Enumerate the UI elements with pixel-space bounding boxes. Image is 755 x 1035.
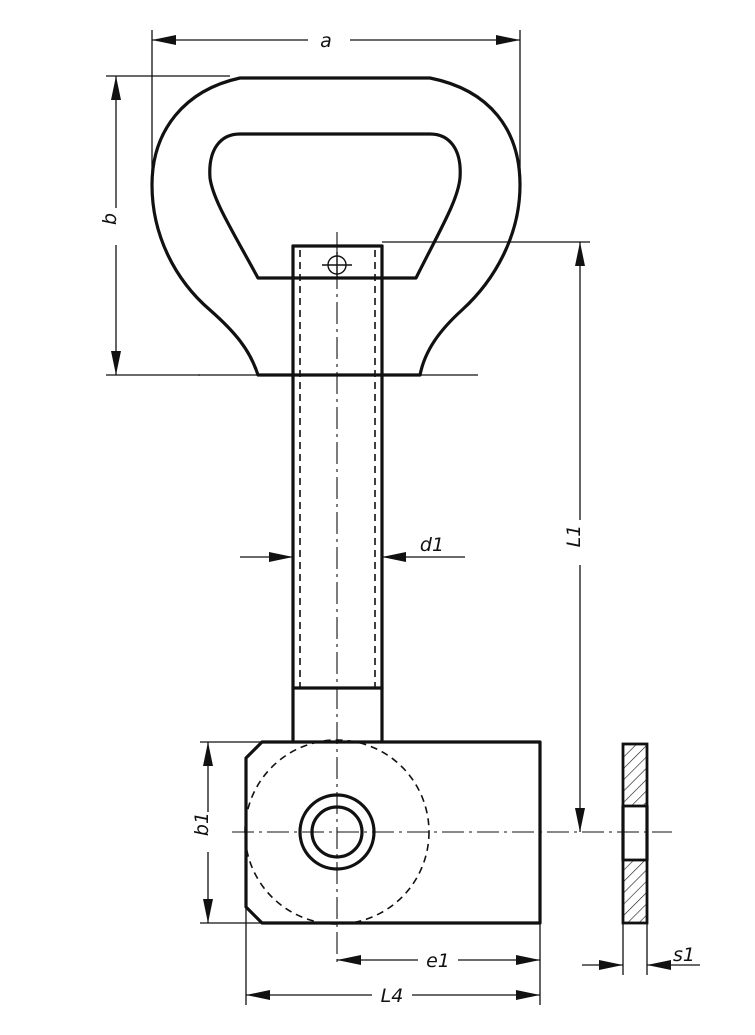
dimension-label-l1: L1	[563, 525, 585, 548]
dimension-label-b1: b1	[191, 812, 213, 836]
side-view	[621, 742, 649, 925]
dimension-label-l4: L4	[381, 985, 404, 1007]
dimension-label-a: a	[320, 30, 332, 52]
dimension-l4: L4	[245, 907, 540, 1007]
handle-bow	[150, 76, 522, 377]
dimension-l1: L1	[382, 241, 590, 832]
dimension-label-e1: e1	[426, 950, 450, 972]
dimension-a: a	[151, 30, 521, 185]
center-lines	[232, 232, 672, 962]
dimension-label-d1: d1	[420, 534, 444, 556]
dimension-b: b	[99, 75, 230, 376]
dimension-s1: s1	[582, 923, 700, 975]
dimension-label-b: b	[99, 213, 121, 225]
dimension-b1: b1	[191, 741, 262, 924]
dimension-label-s1: s1	[673, 944, 695, 966]
dimension-e1: e1	[337, 923, 541, 1005]
dimension-d1: d1	[240, 534, 465, 562]
